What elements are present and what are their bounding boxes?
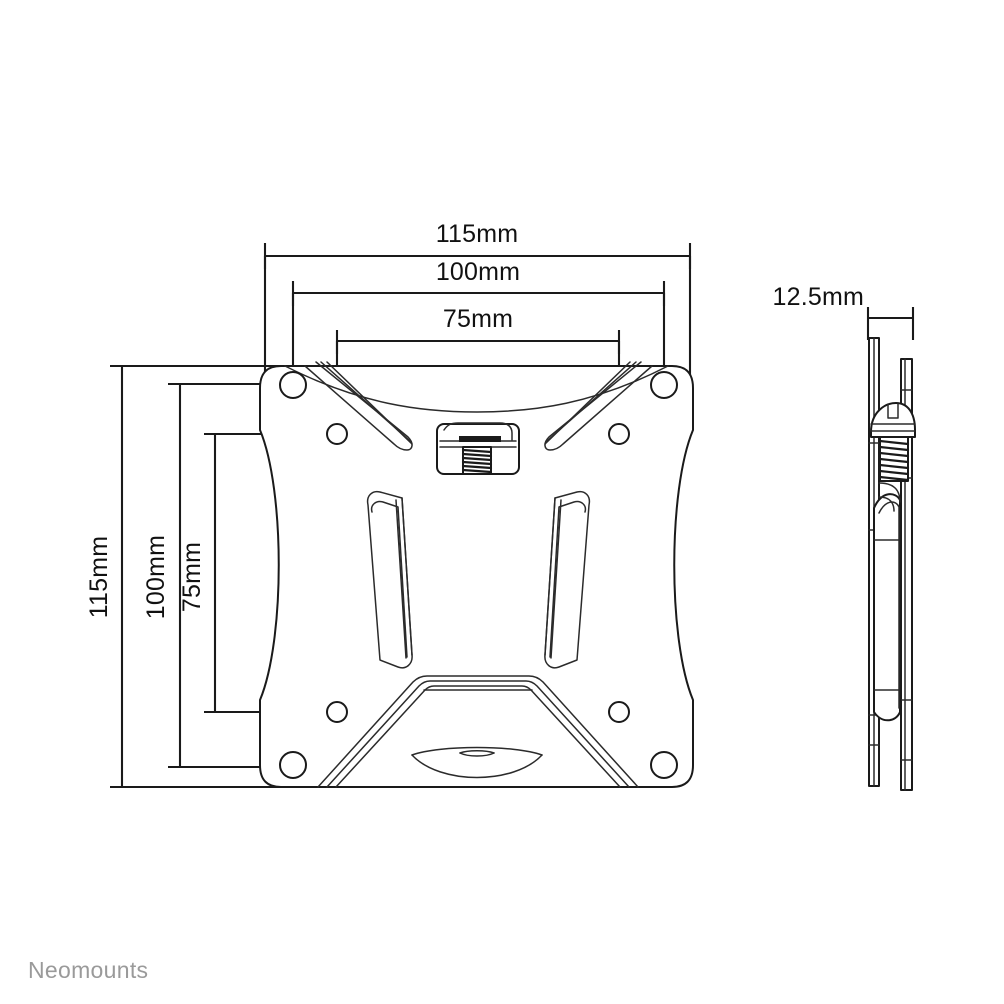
side-view bbox=[868, 337, 916, 791]
slot-rib-right bbox=[544, 490, 591, 669]
dimension-width-115: 115mm bbox=[263, 220, 692, 398]
mounting-hole-bottom-left-outer bbox=[279, 751, 307, 779]
mounting-hole-bottom-right-outer bbox=[650, 751, 678, 779]
center-clamp bbox=[436, 422, 520, 475]
side-body bbox=[873, 493, 901, 722]
screw-threads bbox=[878, 439, 910, 482]
clamp-screw-threads bbox=[461, 448, 493, 474]
mounting-hole-bottom-right-inner bbox=[608, 701, 630, 723]
dimension-label-width-100: 100mm bbox=[436, 258, 520, 286]
dimension-width-100: 100mm bbox=[291, 258, 666, 437]
dimension-label-width-75: 75mm bbox=[443, 305, 513, 333]
dimension-label-height-75: 75mm bbox=[178, 542, 206, 612]
mounting-hole-top-left-inner bbox=[326, 423, 348, 445]
clamp-slot bbox=[459, 436, 501, 442]
rib-bottom-trapezoid bbox=[317, 675, 639, 788]
dimension-height-115: 115mm bbox=[85, 364, 300, 789]
screw-head bbox=[870, 402, 916, 438]
side-hook-curve-inner bbox=[878, 496, 895, 512]
dimension-label-height-100: 100mm bbox=[142, 535, 170, 619]
mounting-hole-top-right-inner bbox=[608, 423, 630, 445]
side-phillips-screw bbox=[870, 402, 916, 482]
side-hook-curve bbox=[878, 482, 901, 503]
rib-top-left bbox=[304, 361, 413, 451]
mounting-hole-top-left-outer bbox=[279, 371, 307, 399]
slot-rib-left bbox=[366, 490, 413, 669]
dimension-label-depth-12-5: 12.5mm bbox=[772, 283, 864, 311]
mounting-hole-bottom-left-inner bbox=[326, 701, 348, 723]
bracket-plate-outline bbox=[259, 365, 694, 788]
bottom-center-tab bbox=[411, 746, 543, 779]
dimension-label-height-115: 115mm bbox=[85, 536, 113, 619]
dimension-label-width-115: 115mm bbox=[436, 220, 519, 248]
brand-logo-text: Neomounts bbox=[28, 957, 148, 983]
front-view bbox=[259, 361, 694, 788]
rib-top-right bbox=[544, 361, 653, 451]
depth-dimension: 12.5mm bbox=[772, 283, 915, 340]
mounting-hole-top-right-outer bbox=[650, 371, 678, 399]
